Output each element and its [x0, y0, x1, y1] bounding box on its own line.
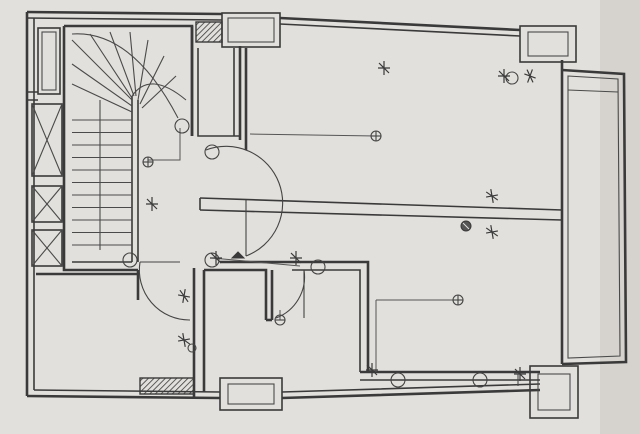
window-left-top [37, 27, 61, 95]
vent-shaft-2 [31, 185, 63, 223]
window-bottom-right [529, 365, 579, 419]
vent-shaft-3 [31, 229, 63, 267]
wall-tick [26, 91, 38, 101]
wall-lamp-icon [310, 259, 326, 275]
switch-icon [146, 197, 158, 211]
switch-icon [177, 289, 191, 303]
outer-walls [25, 10, 564, 400]
ceiling-light-icon [274, 314, 286, 326]
internal-walls [36, 26, 563, 398]
socket-icon [460, 220, 472, 232]
switch-icon [290, 251, 302, 265]
paper-edge-shadow [600, 0, 640, 434]
switch-icon [524, 69, 536, 83]
symbols [122, 61, 536, 388]
ceiling-light-icon [142, 156, 154, 168]
vent-shaft-1 [31, 103, 63, 177]
window-bottom-center [219, 377, 283, 411]
switch-icon [498, 69, 510, 83]
wall-lamp-icon [204, 252, 220, 268]
junction-box-icon [230, 251, 246, 259]
ceiling-light-icon [187, 343, 197, 353]
wall-lamp-icon [472, 372, 488, 388]
wall-lamp-icon [204, 144, 220, 160]
hatched-radiator-bottom [139, 377, 195, 395]
wall-lamp-icon [174, 118, 190, 134]
wall-lamp-icon [122, 252, 138, 268]
balcony [561, 68, 628, 366]
hatched-column-top [195, 21, 223, 43]
wall-lamp-icon [390, 372, 406, 388]
switch-icon [210, 251, 222, 265]
window-top-right [519, 25, 577, 63]
switch-icon [514, 367, 526, 381]
ceiling-light-icon [452, 294, 464, 306]
wiring [148, 128, 458, 372]
switch-icon [485, 189, 499, 203]
stair-treads [72, 119, 132, 246]
door-southwest [138, 261, 191, 321]
switch-icon [378, 61, 390, 75]
switch-icon [366, 363, 378, 377]
switch-icon [177, 333, 191, 347]
door-hall-east [205, 145, 284, 257]
switch-icon [485, 225, 499, 239]
ceiling-light-icon [370, 130, 382, 142]
